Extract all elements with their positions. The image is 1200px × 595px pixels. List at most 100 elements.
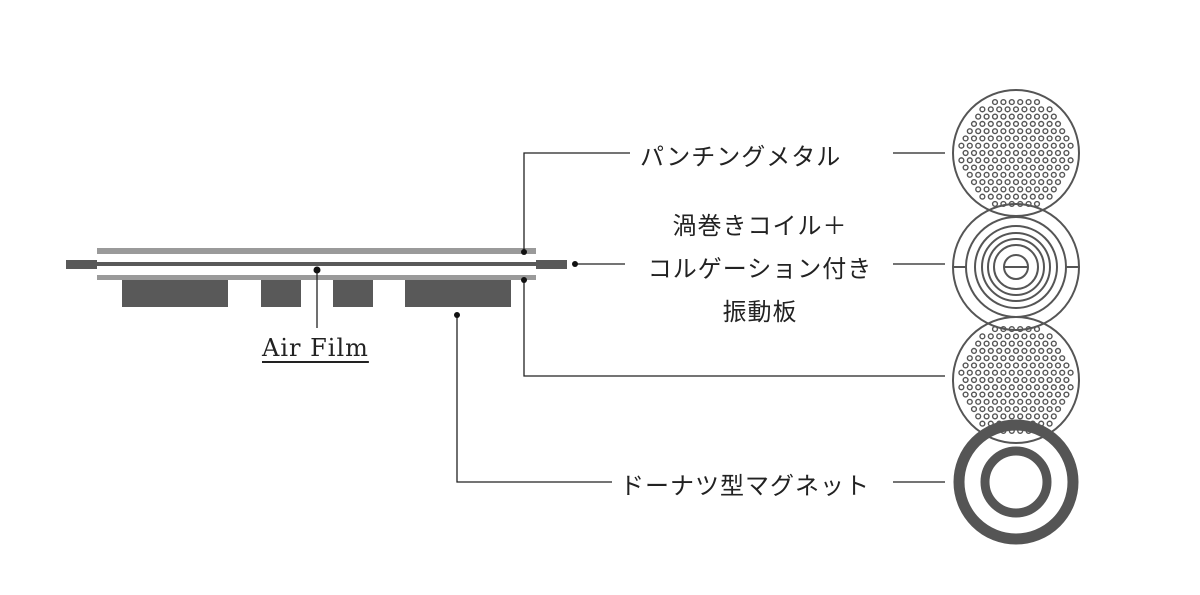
perforation-hole — [983, 128, 990, 135]
perforation-hole — [1033, 171, 1041, 178]
perforation-hole — [1004, 193, 1011, 200]
perforation-hole — [1046, 405, 1053, 413]
perforation-hole — [975, 355, 982, 362]
perforation-hole — [1017, 340, 1024, 347]
perforation-hole — [1042, 398, 1049, 405]
perforation-hole — [1017, 98, 1024, 106]
perforation-hole — [1067, 384, 1074, 391]
perforation-hole — [983, 142, 990, 149]
donut-magnet-icon — [953, 419, 1079, 545]
perforation-hole — [1012, 106, 1020, 113]
perforation-hole — [975, 186, 982, 193]
perforation-hole — [975, 398, 982, 405]
perforation-hole — [1008, 157, 1015, 164]
perforation-hole — [1029, 347, 1036, 355]
perforation-hole — [1054, 178, 1062, 186]
perforation-hole — [970, 178, 978, 186]
perforation-hole — [996, 347, 1003, 355]
perforation-hole — [1054, 120, 1062, 128]
perforation-hole — [1029, 106, 1036, 113]
perforation-hole — [1012, 149, 1020, 157]
perforation-hole — [1017, 384, 1024, 391]
perforation-hole — [1033, 398, 1041, 405]
perforation-hole — [966, 384, 973, 391]
perforation-hole — [1012, 376, 1020, 384]
perforation-hole — [966, 398, 973, 405]
perforation-hole — [983, 171, 990, 178]
perforation-hole — [1033, 142, 1041, 149]
top-punching-metal-bar — [97, 248, 536, 254]
perforation-hole — [1054, 405, 1062, 413]
perforation-hole — [1050, 355, 1057, 362]
perforation-hole — [979, 333, 986, 340]
perforation-hole — [1050, 171, 1057, 178]
perforation-hole — [987, 405, 994, 413]
perforation-hole — [1012, 135, 1020, 142]
perforation-hole — [996, 120, 1003, 128]
perforation-hole — [1046, 391, 1053, 398]
perforation-hole — [970, 135, 978, 142]
perforation-hole — [1054, 376, 1062, 384]
perforation-hole — [1046, 362, 1053, 369]
perforation-hole — [1004, 391, 1011, 398]
perforation-hole — [966, 171, 973, 178]
perforation-hole — [1008, 186, 1015, 193]
perforation-hole — [962, 149, 969, 157]
leader-lines — [316, 152, 945, 483]
perforation-hole — [1029, 135, 1036, 142]
perforation-hole — [1000, 171, 1007, 178]
perforation-hole — [1021, 405, 1028, 413]
diaphragm-line — [97, 262, 536, 266]
perforation-hole — [1050, 128, 1057, 135]
perforation-hole — [966, 128, 973, 135]
perforation-hole — [1038, 376, 1045, 384]
perforation-hole — [1029, 376, 1036, 384]
perforation-hole — [1054, 347, 1062, 355]
perforation-hole — [1017, 398, 1024, 405]
perforation-hole — [958, 142, 965, 149]
perforation-hole — [979, 362, 986, 369]
perforation-hole — [1046, 164, 1053, 171]
perforation-hole — [1012, 164, 1020, 171]
perforation-hole — [991, 355, 999, 362]
perforation-hole — [1042, 113, 1049, 120]
perforation-hole — [1008, 355, 1015, 362]
perforation-hole — [1012, 347, 1020, 355]
perforation-hole — [1000, 398, 1007, 405]
perforation-hole — [1050, 186, 1057, 193]
coil-diaphragm-icon — [952, 203, 1080, 331]
perforation-hole — [1008, 340, 1015, 347]
perforation-hole — [1033, 325, 1041, 333]
perforation-hole — [983, 113, 990, 120]
perforation-hole — [970, 347, 978, 355]
perforation-hole — [1008, 413, 1015, 420]
perforation-hole — [991, 98, 999, 106]
perforation-hole — [1042, 355, 1049, 362]
perforation-hole — [996, 333, 1003, 340]
perforation-hole — [1033, 157, 1041, 164]
perforation-hole — [975, 413, 982, 420]
perforation-hole — [1017, 128, 1024, 135]
magnet-block — [261, 280, 301, 307]
perforation-hole — [991, 186, 999, 193]
perforation-hole — [970, 120, 978, 128]
perforation-hole — [1038, 193, 1045, 200]
perforation-hole — [1059, 142, 1066, 149]
perforation-hole — [1029, 405, 1036, 413]
perforation-hole — [1004, 347, 1011, 355]
perforation-hole — [1046, 135, 1053, 142]
perforation-hole — [987, 164, 994, 171]
perforation-hole — [991, 157, 999, 164]
perforation-hole — [1059, 355, 1066, 362]
perforation-hole — [1033, 186, 1041, 193]
perforation-hole — [1050, 340, 1057, 347]
perforation-hole — [987, 362, 994, 369]
perforation-hole — [983, 186, 990, 193]
perforation-hole — [1004, 149, 1011, 157]
perforation-hole — [962, 391, 969, 398]
perforation-hole — [1025, 157, 1032, 164]
perforation-hole — [996, 106, 1003, 113]
perforation-hole — [996, 135, 1003, 142]
perforation-hole — [983, 340, 990, 347]
perforation-hole — [1063, 376, 1070, 384]
